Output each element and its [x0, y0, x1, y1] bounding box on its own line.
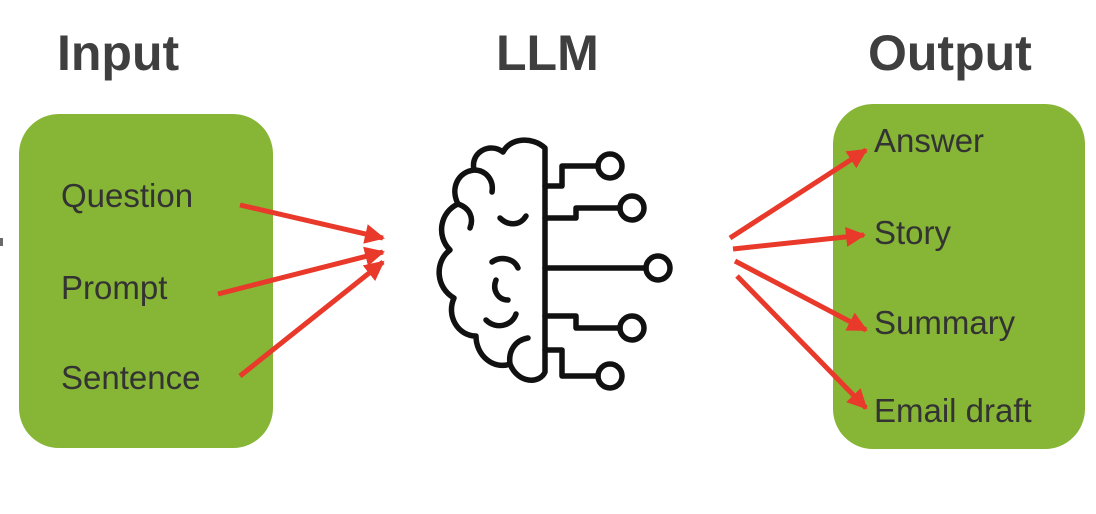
output-heading: Output	[868, 25, 1032, 81]
input-item-question: Question	[61, 177, 194, 214]
input-panel	[19, 114, 273, 448]
input-item-sentence: Sentence	[61, 359, 201, 396]
arrow-llm-to-email-draft	[735, 274, 868, 410]
arrow-llm-to-summary	[733, 258, 868, 333]
llm-heading: LLM	[496, 25, 599, 81]
edge-mark	[0, 238, 3, 246]
input-heading: Input	[57, 25, 180, 81]
output-item-story: Story	[874, 214, 952, 251]
brain-circuit-icon	[436, 137, 673, 391]
output-item-email-draft: Email draft	[874, 392, 1032, 429]
arrow-llm-to-story	[732, 226, 866, 252]
arrow-sentence-to-llm	[238, 260, 385, 378]
output-panel	[833, 104, 1085, 449]
output-item-summary: Summary	[874, 304, 1016, 341]
arrow-prompt-to-llm	[217, 246, 385, 297]
arrow-question-to-llm	[239, 202, 385, 244]
arrow-llm-to-answer	[728, 147, 868, 241]
output-item-answer: Answer	[874, 122, 985, 159]
input-item-prompt: Prompt	[61, 269, 168, 306]
